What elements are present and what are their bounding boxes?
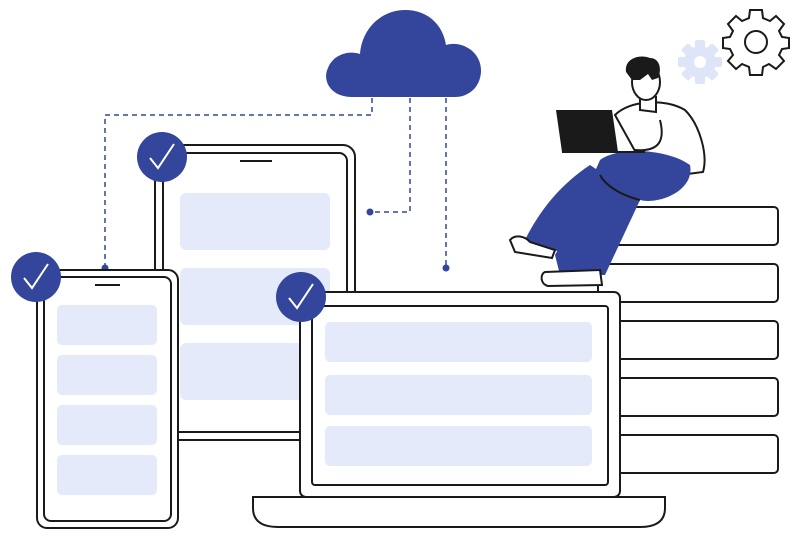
cloud-icon [326, 10, 482, 97]
laptop [252, 291, 666, 528]
check-circle-icon [137, 132, 187, 182]
check-circle-icon [276, 272, 326, 322]
person-with-laptop [508, 56, 706, 288]
gear-icon [678, 40, 722, 84]
gear-icon [722, 9, 790, 76]
check-circle-icon [11, 252, 61, 302]
phone [36, 269, 179, 529]
connection-lines [104, 98, 447, 266]
server-stack [597, 206, 779, 474]
